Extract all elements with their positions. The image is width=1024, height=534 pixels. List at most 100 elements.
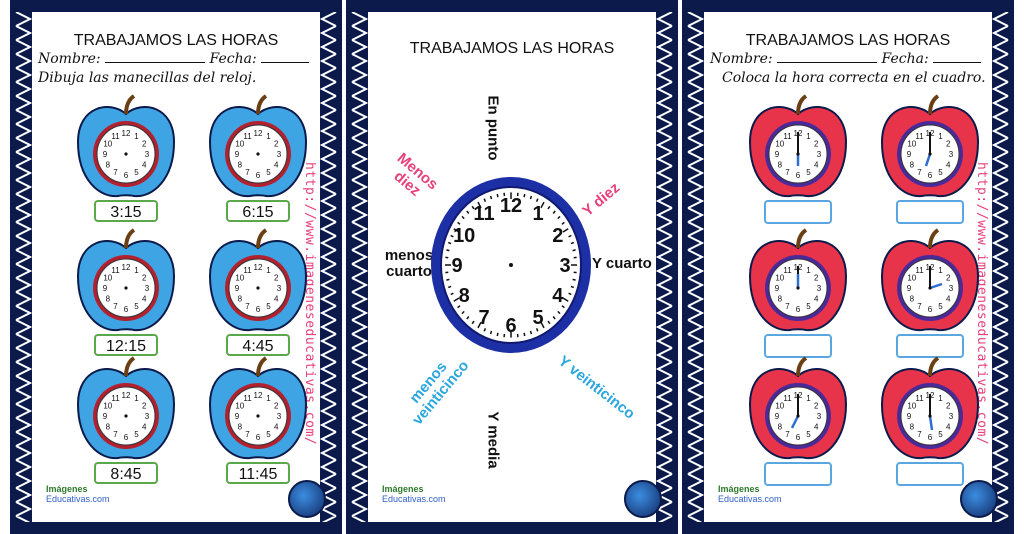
clock-number: 9 <box>451 255 462 277</box>
svg-text:10: 10 <box>103 140 112 149</box>
svg-text:6: 6 <box>796 171 801 180</box>
svg-text:5: 5 <box>134 168 139 177</box>
svg-text:11: 11 <box>111 266 120 275</box>
svg-text:4: 4 <box>142 295 147 304</box>
svg-text:5: 5 <box>134 430 139 439</box>
instruction-text: Dibuja las manecillas del reloj. <box>38 70 257 86</box>
clock-tick <box>535 328 539 332</box>
svg-text:2: 2 <box>142 140 147 149</box>
label-y-media: Y media <box>484 411 502 469</box>
nombre-line: Nombre: Fecha: <box>710 51 982 67</box>
clock-tick <box>496 332 499 337</box>
svg-text:3: 3 <box>277 412 282 421</box>
answer-box[interactable] <box>896 462 964 486</box>
brand-badge-icon <box>624 480 662 518</box>
svg-text:4: 4 <box>142 423 147 432</box>
svg-text:12: 12 <box>122 391 131 400</box>
svg-text:7: 7 <box>917 302 922 311</box>
answer-box[interactable] <box>764 200 832 224</box>
answer-box[interactable] <box>764 334 832 358</box>
clock-number: 11 <box>473 203 494 225</box>
clock-tick <box>477 321 482 329</box>
svg-text:1: 1 <box>938 132 943 141</box>
svg-text:5: 5 <box>938 302 943 311</box>
svg-text:3: 3 <box>277 284 282 293</box>
clock-tick <box>489 330 493 335</box>
svg-text:7: 7 <box>785 430 790 439</box>
zigzag-border-right <box>992 12 1009 522</box>
clock-tick <box>561 305 565 309</box>
svg-text:1: 1 <box>266 394 271 403</box>
brand-badge-icon <box>288 480 326 518</box>
svg-text:10: 10 <box>907 274 916 283</box>
svg-text:5: 5 <box>806 302 811 311</box>
clock-number: 3 <box>559 255 570 277</box>
label-y-cuarto: Y cuarto <box>592 255 652 272</box>
svg-text:6: 6 <box>256 305 261 314</box>
svg-text:7: 7 <box>113 302 118 311</box>
svg-text:1: 1 <box>806 394 811 403</box>
svg-text:10: 10 <box>235 274 244 283</box>
svg-text:12: 12 <box>254 263 263 272</box>
svg-text:4: 4 <box>274 295 279 304</box>
svg-text:9: 9 <box>775 412 780 421</box>
svg-text:11: 11 <box>915 394 924 403</box>
logo: Imágenes Educativas.com <box>718 484 782 504</box>
worksheet-center: TRABAJAMOS LAS HORAS En punto Menos diez… <box>346 0 678 534</box>
svg-text:6: 6 <box>124 433 129 442</box>
svg-text:4: 4 <box>274 423 279 432</box>
svg-text:7: 7 <box>113 430 118 439</box>
svg-text:3: 3 <box>817 412 822 421</box>
clock-tick <box>483 198 487 202</box>
clock-number: 12 <box>500 195 522 217</box>
time-label: 8:45 <box>94 462 158 484</box>
worksheet-left: TRABAJAMOS LAS HORAS Nombre: Fecha: Dibu… <box>10 0 342 534</box>
svg-text:1: 1 <box>266 266 271 275</box>
svg-text:3: 3 <box>145 412 150 421</box>
svg-text:8: 8 <box>106 295 111 304</box>
nombre-line: Nombre: Fecha: <box>38 51 310 67</box>
clock-number: 4 <box>552 285 564 307</box>
svg-text:9: 9 <box>103 412 108 421</box>
svg-text:11: 11 <box>783 394 792 403</box>
clock-tick <box>461 310 465 315</box>
svg-text:2: 2 <box>946 274 951 283</box>
svg-text:8: 8 <box>238 423 243 432</box>
svg-text:7: 7 <box>245 302 250 311</box>
clock-tick <box>489 195 493 200</box>
svg-text:8: 8 <box>778 295 783 304</box>
svg-text:12: 12 <box>254 129 263 138</box>
clock-number: 8 <box>459 285 470 307</box>
svg-text:5: 5 <box>938 168 943 177</box>
svg-text:7: 7 <box>785 168 790 177</box>
answer-box[interactable] <box>896 334 964 358</box>
worksheet-right: TRABAJAMOS LAS HORAS Nombre: Fecha: Colo… <box>682 0 1014 534</box>
clock-tick <box>471 320 475 325</box>
svg-text:11: 11 <box>243 394 252 403</box>
svg-text:2: 2 <box>946 140 951 149</box>
answer-box[interactable] <box>764 462 832 486</box>
clock-tick <box>447 285 452 289</box>
svg-text:1: 1 <box>806 132 811 141</box>
time-label: 6:15 <box>226 200 290 222</box>
clock-tick <box>570 241 575 245</box>
svg-text:7: 7 <box>917 430 922 439</box>
clock-tick <box>562 297 569 302</box>
label-menos-cuarto: menos cuarto <box>384 247 434 280</box>
svg-text:8: 8 <box>238 295 243 304</box>
clock-tick <box>450 234 454 238</box>
svg-text:1: 1 <box>938 266 943 275</box>
svg-text:2: 2 <box>142 274 147 283</box>
worksheet-left-sheet: TRABAJAMOS LAS HORAS Nombre: Fecha: Dibu… <box>32 12 320 522</box>
clock-tick <box>547 320 551 325</box>
clock-tick <box>552 316 556 320</box>
svg-text:9: 9 <box>775 150 780 159</box>
svg-text:5: 5 <box>266 302 271 311</box>
svg-text:1: 1 <box>134 132 139 141</box>
svg-text:5: 5 <box>134 302 139 311</box>
answer-box[interactable] <box>896 200 964 224</box>
